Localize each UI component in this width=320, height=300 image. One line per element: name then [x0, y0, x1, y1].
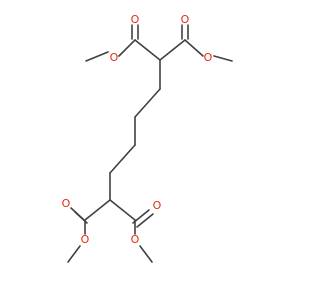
bond	[118, 39, 136, 57]
bond	[213, 55, 233, 62]
atom-labels: O O O O O O O O	[62, 13, 213, 246]
oxygen-atom: O	[110, 51, 119, 64]
bond	[139, 245, 153, 263]
chemical-structure-diagram: O O O O O O O O	[62, 13, 233, 263]
bond	[134, 88, 161, 118]
oxygen-atom: O	[131, 13, 140, 26]
bond	[109, 144, 136, 174]
bond	[85, 51, 109, 62]
oxygen-atom: O	[62, 197, 71, 210]
bond	[84, 199, 111, 221]
oxygen-atom: O	[153, 199, 162, 212]
bond	[184, 39, 204, 57]
bond	[134, 39, 161, 61]
bond	[136, 213, 154, 228]
oxygen-atom: O	[81, 233, 90, 246]
bond-lines	[67, 24, 233, 263]
bond	[159, 39, 186, 61]
bond	[109, 199, 136, 221]
oxygen-atom: O	[131, 233, 140, 246]
oxygen-atom: O	[181, 13, 190, 26]
oxygen-atom: O	[204, 51, 213, 64]
bond	[67, 245, 81, 263]
